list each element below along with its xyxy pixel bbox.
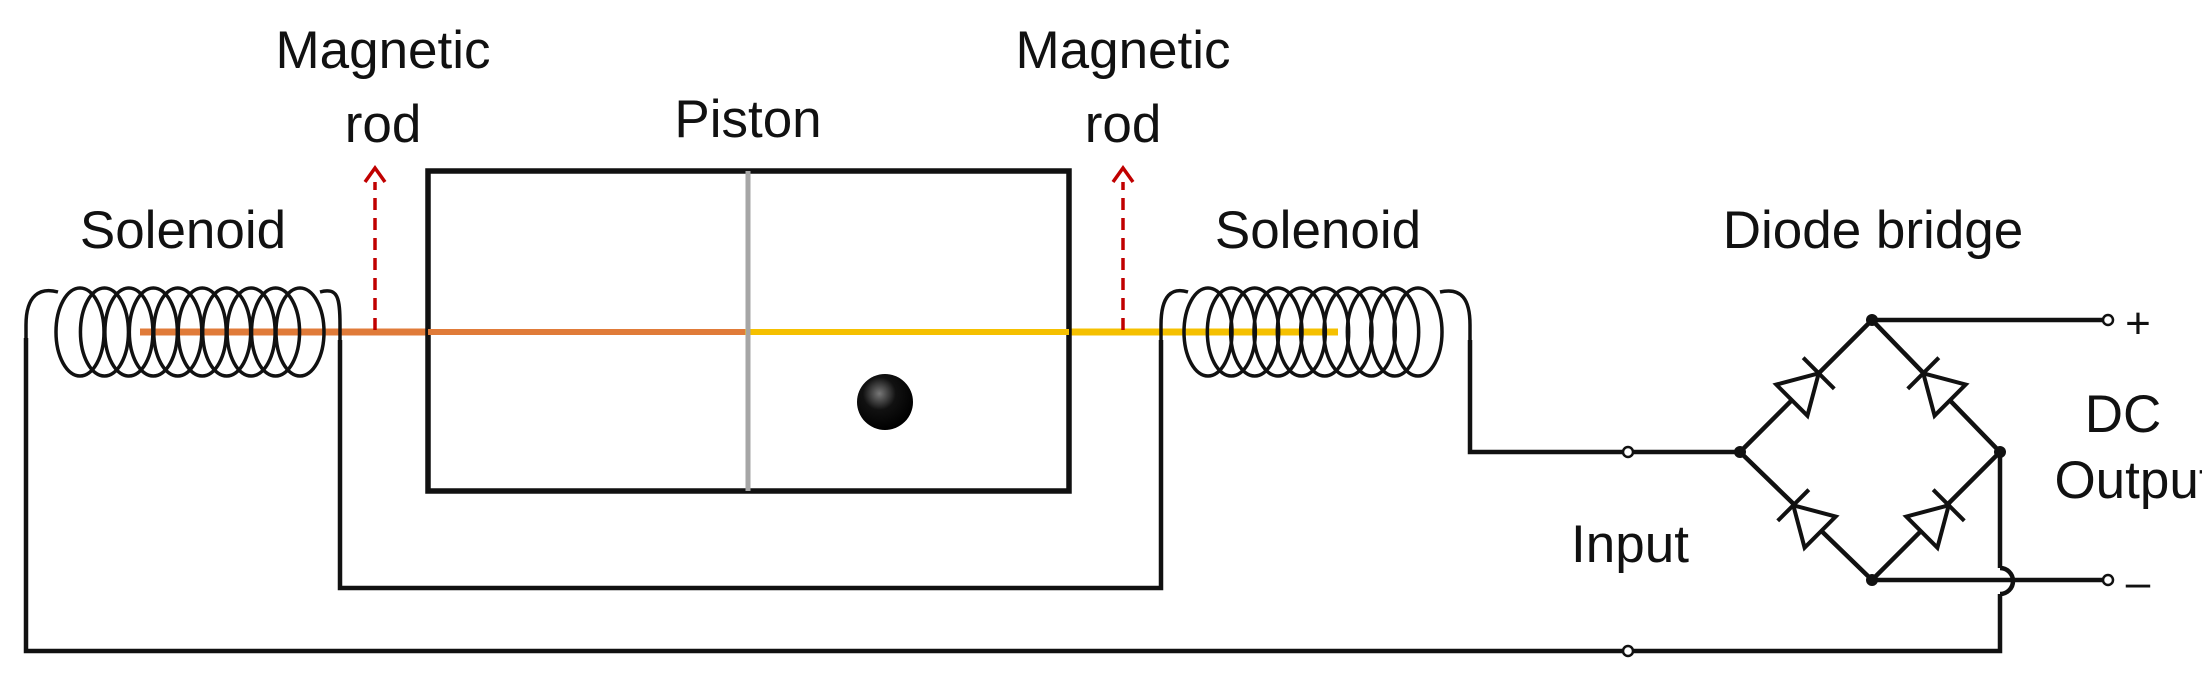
diode-icon — [1776, 488, 1840, 552]
dc-plus-terminal — [2101, 313, 2115, 327]
diode-icon — [1772, 356, 1836, 420]
solenoid-left-label: Solenoid — [80, 201, 286, 260]
solenoid-left-coil — [24, 286, 342, 378]
dc-minus-terminal — [2101, 573, 2115, 587]
plus-label: + — [2125, 299, 2151, 348]
input-terminal — [1621, 445, 1635, 459]
magnetic-rod-right-label-line1: Magnetic — [1015, 21, 1230, 80]
diode-icon — [1906, 356, 1970, 420]
coil-turn — [1392, 286, 1444, 378]
coil-turn — [274, 286, 326, 378]
coil-turn — [1368, 286, 1421, 378]
dashed-up-arrow-icon-right — [1111, 164, 1135, 330]
input-wire — [1467, 340, 1628, 455]
bridge-node-right — [1994, 446, 2006, 458]
solenoid-right-label: Solenoid — [1215, 201, 1421, 260]
diode-bridge — [1734, 314, 2108, 586]
bridge-node-bottom — [1866, 574, 1878, 586]
bridge-node-top — [1866, 314, 1878, 326]
coil-turn — [249, 286, 302, 378]
diode-icon — [1902, 488, 1966, 552]
piston-label: Piston — [674, 90, 821, 149]
input-label: Input — [1571, 515, 1689, 574]
magnetic-rod-left-label-line1: Magnetic — [275, 21, 490, 80]
magnetic-rod-left-label-line2: rod — [345, 95, 422, 154]
bridge-node-left — [1734, 446, 1746, 458]
dashed-up-arrow-icon-left — [363, 164, 387, 330]
outer-return-wire — [23, 338, 2003, 654]
magnetic-rod-right-label-line2: rod — [1085, 95, 1162, 154]
dc-output-label-line2: Output — [2054, 451, 2202, 510]
minus-label: – — [2126, 558, 2151, 607]
diode-bridge-label: Diode bridge — [1723, 201, 2024, 260]
return-terminal — [1621, 644, 1635, 658]
coil-link-wire — [337, 340, 1164, 591]
black-ball-icon — [857, 374, 913, 430]
dc-output-label-line1: DC — [2085, 385, 2162, 444]
solenoid-right-coil — [1159, 286, 1472, 378]
